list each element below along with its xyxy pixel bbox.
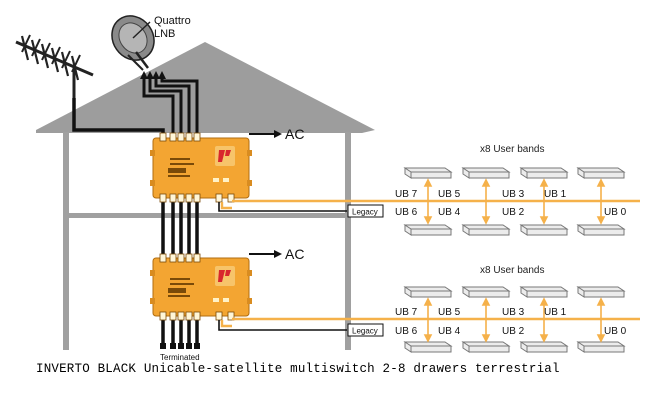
ub-label: UB 6 <box>395 326 418 337</box>
floor-divider <box>63 213 351 218</box>
receivers-group-2 <box>403 286 626 353</box>
receiver-icon <box>576 224 626 236</box>
ub-label: UB 4 <box>438 207 461 218</box>
figure-caption: INVERTO BLACK Unicable-satellite multisw… <box>36 362 560 376</box>
receiver-icon <box>403 341 453 353</box>
ub-label: UB 3 <box>502 189 525 200</box>
receiver-icon <box>519 167 569 179</box>
receiver-icon <box>403 167 453 179</box>
legacy-box <box>347 204 384 218</box>
receiver-icon <box>576 341 626 353</box>
ub-label: UB 7 <box>395 307 418 318</box>
ub-label: UB 3 <box>502 307 525 318</box>
ub-label: UB 0 <box>604 326 627 337</box>
multiswitch-icon <box>150 132 252 203</box>
terrestrial-antenna-icon <box>15 34 94 98</box>
ub-label: UB 0 <box>604 207 627 218</box>
terminated-stubs <box>161 316 199 345</box>
legacy-cables <box>218 202 347 331</box>
trunk-cables <box>161 198 199 258</box>
ub-label: UB 6 <box>395 207 418 218</box>
user-bands-title: x8 User bands <box>480 265 544 276</box>
unicable-bus <box>220 199 640 328</box>
legacy-box <box>347 323 384 337</box>
ub-label: UB 5 <box>438 307 461 318</box>
ac-label: AC <box>285 126 304 142</box>
house-roof <box>36 42 375 133</box>
house <box>36 42 375 350</box>
receiver-icon <box>461 224 511 236</box>
user-band-taps <box>423 178 606 343</box>
lnb-cables <box>142 78 199 137</box>
receiver-icon <box>461 167 511 179</box>
user-bands-title: x8 User bands <box>480 144 544 155</box>
receiver-icon <box>519 286 569 298</box>
ac-label: AC <box>285 246 304 262</box>
house-wall-right <box>345 132 351 350</box>
legacy-label: Legacy <box>352 208 378 217</box>
lnb-label: Quattro LNB <box>154 15 194 40</box>
ac-arrow-icon <box>249 130 282 258</box>
ub-label: UB 1 <box>544 307 567 318</box>
ub-label: UB 7 <box>395 189 418 200</box>
receiver-icon <box>576 167 626 179</box>
legacy-label: Legacy <box>352 327 378 336</box>
receiver-icon <box>519 224 569 236</box>
ub-label: UB 2 <box>502 207 525 218</box>
receiver-icon <box>461 286 511 298</box>
ub-label: UB 2 <box>502 326 525 337</box>
terminator-caps <box>160 343 200 349</box>
ub-label: UB 4 <box>438 326 461 337</box>
receiver-icon <box>519 341 569 353</box>
house-wall-left <box>63 132 69 350</box>
terminated-label: Terminated <box>160 353 200 362</box>
receivers-group-1 <box>403 167 626 236</box>
multiswitch-icon <box>150 253 252 321</box>
satellite-dish-icon <box>111 15 155 71</box>
ub-label: UB 1 <box>544 189 567 200</box>
lnb-arrowheads <box>140 71 166 79</box>
ub-label: UB 5 <box>438 189 461 200</box>
receiver-icon <box>403 286 453 298</box>
receiver-icon <box>461 341 511 353</box>
receiver-icon <box>403 224 453 236</box>
receiver-icon <box>576 286 626 298</box>
